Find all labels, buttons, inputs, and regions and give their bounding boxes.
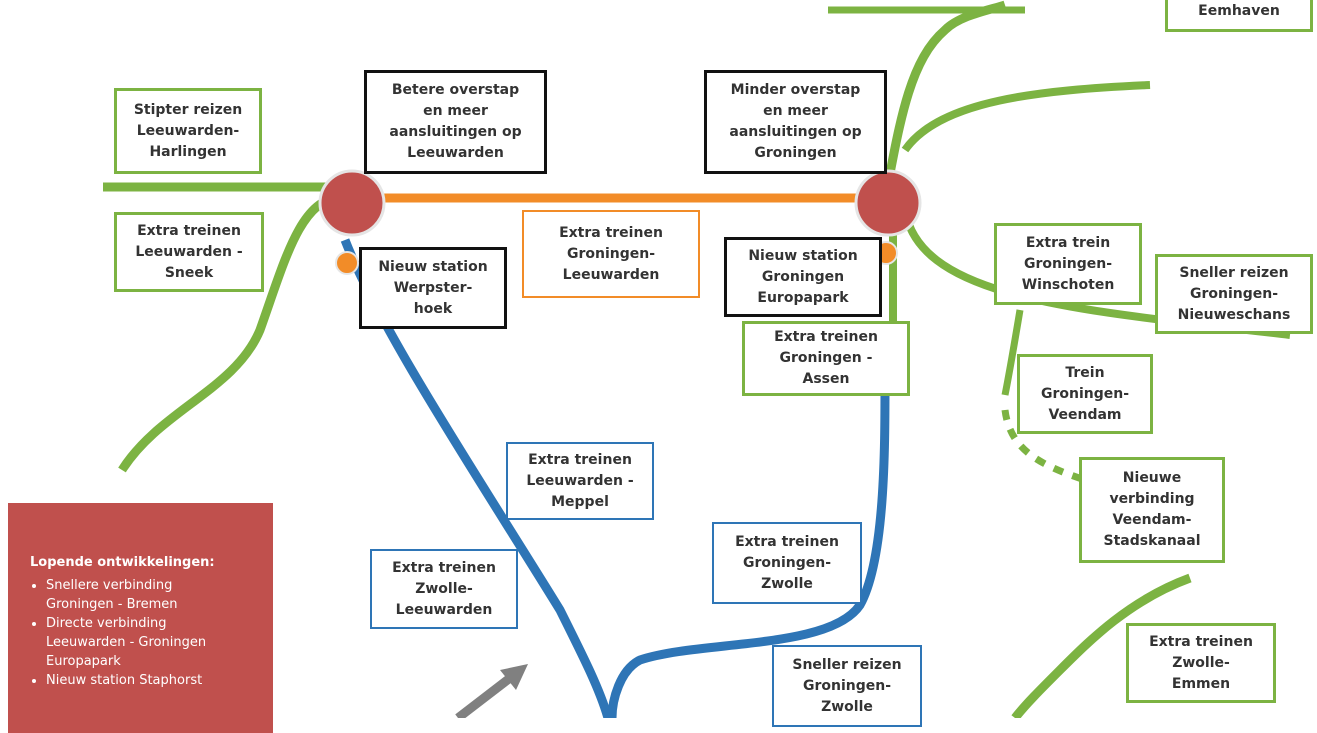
box-sneller-nieuweschans: Sneller reizen Groningen- Nieuweschans: [1155, 254, 1313, 334]
arrow-icon: [455, 664, 528, 718]
box-extra-sneek: Extra treinen Leeuwarden - Sneek: [114, 212, 264, 292]
box-extra-meppel: Extra treinen Leeuwarden - Meppel: [506, 442, 654, 520]
line-groningen-east-upper: [901, 81, 1151, 153]
line-zwolle-emmen: [1011, 573, 1192, 718]
box-stipter-reizen: Stipter reizen Leeuwarden- Harlingen: [114, 88, 262, 174]
line-leeuwarden-sneek: [118, 192, 341, 473]
box-sneller-groningen-zwolle: Sneller reizen Groningen- Zwolle: [772, 645, 922, 727]
box-nieuw-station-werpsterhoek: Nieuw station Werpster- hoek: [359, 247, 507, 329]
box-eemhaven: Eemhaven: [1165, 0, 1313, 32]
line-groningen-zwolle: [607, 379, 890, 718]
panel-item: Snellere verbinding Groningen - Bremen: [46, 576, 263, 614]
box-nieuw-station-europapark: Nieuw station Groningen Europapark: [724, 237, 882, 317]
box-extra-groningen-zwolle: Extra treinen Groningen- Zwolle: [712, 522, 862, 604]
box-minder-overstap: Minder overstap en meer aansluitingen op…: [704, 70, 887, 174]
panel-item: Directe verbinding Leeuwarden - Groninge…: [46, 614, 263, 671]
box-betere-overstap: Betere overstap en meer aansluitingen op…: [364, 70, 547, 174]
station-werpsterhoek-dot: [335, 251, 359, 275]
panel-item: Nieuw station Staphorst: [46, 671, 263, 690]
line-groningen-veendam: [1001, 309, 1024, 396]
box-extra-winschoten: Extra trein Groningen- Winschoten: [994, 223, 1142, 305]
box-extra-groningen-leeuwarden: Extra treinen Groningen- Leeuwarden: [522, 210, 700, 298]
box-extra-zwolle-leeuwarden: Extra treinen Zwolle- Leeuwarden: [370, 549, 518, 629]
station-leeuwarden: [318, 169, 386, 237]
lopende-ontwikkelingen-panel: Lopende ontwikkelingen: Snellere verbind…: [8, 503, 273, 733]
box-trein-veendam: Trein Groningen- Veendam: [1017, 354, 1153, 434]
panel-title: Lopende ontwikkelingen:: [30, 555, 215, 570]
box-extra-assen: Extra treinen Groningen - Assen: [742, 321, 910, 396]
station-groningen: [854, 169, 922, 237]
box-extra-zwolle-emmen: Extra treinen Zwolle- Emmen: [1126, 623, 1276, 703]
box-nieuwe-verbinding-stadskanaal: Nieuwe verbinding Veendam- Stadskanaal: [1079, 457, 1225, 563]
panel-list: Snellere verbinding Groningen - Bremen D…: [30, 576, 263, 690]
